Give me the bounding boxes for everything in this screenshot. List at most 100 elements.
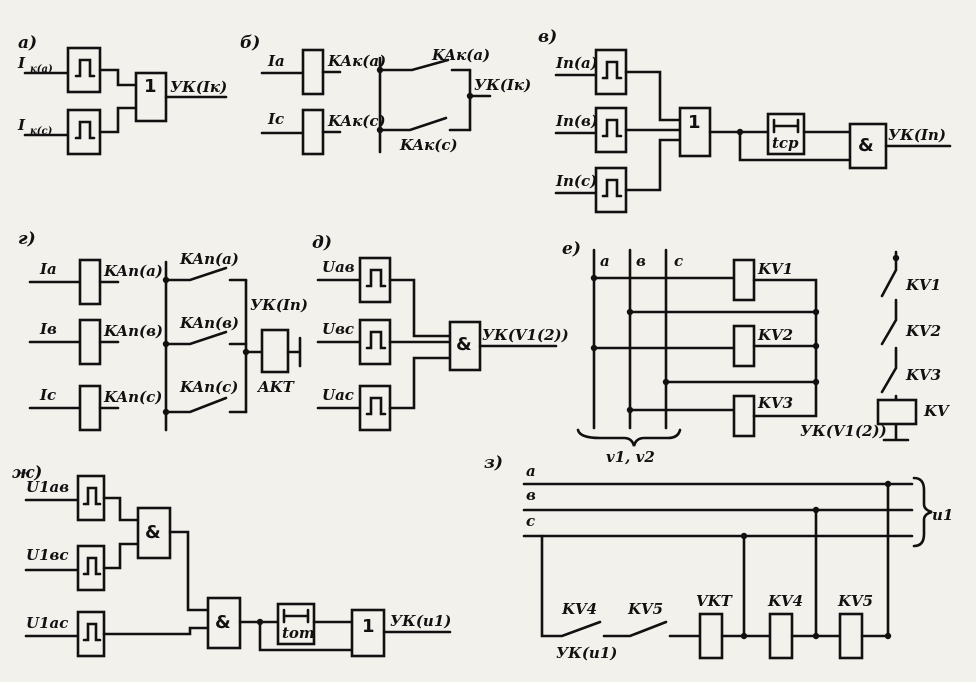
bus-label-z-b: в — [526, 486, 536, 504]
output-label-e: УК(V1(2)) — [800, 422, 887, 440]
input-label-d2: Uвс — [322, 320, 354, 338]
output-label-b: УК(Iк) — [474, 76, 531, 94]
coil-label-akt: AKT — [256, 378, 296, 396]
part-label-g: г) — [18, 229, 36, 249]
relay-block-g1 — [78, 258, 102, 306]
coil-label-vkt: VKT — [696, 592, 734, 610]
threshold-symbol-a1 — [74, 58, 96, 78]
relay-label-b2: KAк(с) — [327, 112, 386, 130]
input-label-g1: Ia — [39, 260, 57, 278]
and-gate-zh2-symbol: & — [215, 612, 231, 633]
input-label-b1: Ia — [267, 52, 285, 70]
input-label-a2-sub: к(с) — [30, 126, 53, 137]
part-label-zh: ж) — [12, 463, 42, 483]
contact-label-kv2: KV2 — [905, 322, 941, 340]
threshold-block-d3 — [358, 384, 392, 432]
output-label-zh: УК(u1) — [390, 612, 451, 630]
input-label-d1: Uaв — [322, 258, 355, 276]
and-gate-v — [848, 122, 888, 170]
bus-label-e-b: в — [636, 252, 646, 270]
relay-block-g3 — [78, 384, 102, 432]
contact-label-kv1: KV1 — [905, 276, 941, 294]
coil-label-kv: KV — [923, 402, 950, 420]
brace-label-e: v1, v2 — [606, 448, 655, 466]
input-label-a2: I — [17, 116, 26, 134]
input-label-zh3: U1ас — [26, 614, 68, 632]
contact-label-g3: KAп(с) — [179, 378, 238, 396]
relay-label-kv3: KV3 — [757, 394, 793, 412]
and-gate-d — [448, 320, 482, 372]
threshold-block-v2 — [594, 106, 628, 154]
output-label-v: УК(Iп) — [888, 126, 946, 144]
coil-block-kv5 — [838, 612, 864, 660]
part-label-b: б) — [240, 33, 260, 53]
or-gate-v-symbol: 1 — [688, 112, 701, 133]
input-label-a1: I — [17, 54, 26, 72]
relay-label-kv2: KV2 — [757, 326, 793, 344]
input-label-zh1: U1aв — [26, 478, 69, 496]
threshold-block-d2 — [358, 318, 392, 366]
contact-label-kv5: KV5 — [627, 600, 663, 618]
relay-label-b1: KAк(а) — [327, 52, 386, 70]
threshold-block-zh2 — [76, 544, 106, 592]
relay-block-kv3 — [732, 394, 756, 438]
relay-block-kv1 — [732, 258, 756, 302]
or-gate-a-symbol: 1 — [144, 76, 157, 97]
coil-block-akt — [260, 328, 290, 374]
contact-label-b1: KAк(а) — [431, 46, 490, 64]
coil-block-kv — [876, 398, 918, 426]
and-gate-d-symbol: & — [456, 334, 472, 355]
coil-label-kv4: KV4 — [767, 592, 803, 610]
output-label-g: УК(Iп) — [250, 296, 308, 314]
part-label-e: е) — [562, 239, 581, 259]
or-gate-zh — [350, 608, 386, 658]
bus-label-e-a: a — [600, 252, 610, 270]
input-label-v2: Iп(в) — [555, 112, 598, 130]
and-gate-zh2 — [206, 596, 242, 650]
input-label-g3: Ic — [39, 386, 56, 404]
threshold-block-v3 — [594, 166, 628, 214]
diagram-a: а) I к(а) I к(с) 1 УК(Iк) — [17, 33, 228, 156]
input-label-b2: Ic — [267, 110, 284, 128]
relay-block-g2 — [78, 318, 102, 366]
or-gate-v — [678, 106, 712, 158]
relay-label-g3: KAп(с) — [103, 388, 162, 406]
threshold-block-d1 — [358, 256, 392, 304]
and-gate-v-symbol: & — [858, 135, 874, 156]
input-label-v3: Iп(с) — [555, 172, 597, 190]
coil-block-vkt — [698, 612, 724, 660]
relay-block-b2 — [301, 108, 325, 156]
threshold-block-a1 — [66, 46, 102, 94]
contact-label-g2: KAп(в) — [179, 314, 239, 332]
or-gate-zh-symbol: 1 — [362, 616, 375, 637]
input-label-d3: Uас — [322, 386, 354, 404]
timer-label-v: tср — [772, 134, 799, 152]
timer-label-zh: tот — [282, 624, 315, 642]
relay-label-g2: KAп(в) — [103, 322, 163, 340]
threshold-symbol-a2 — [74, 120, 96, 140]
coil-block-kv4 — [768, 612, 794, 660]
input-label-a1-sub: к(а) — [30, 64, 53, 75]
diagram-v: в) Iп(а) Iп(в) Iп(с) 1 tср & УК(Iп) — [538, 27, 952, 214]
part-label-d: д) — [312, 233, 332, 253]
brace-label-z: u1 — [932, 506, 953, 524]
threshold-block-zh3 — [76, 610, 106, 658]
relay-block-kv2 — [732, 324, 756, 368]
bus-label-e-c: c — [674, 252, 683, 270]
coil-label-kv5: KV5 — [837, 592, 873, 610]
relay-block-b1 — [301, 48, 325, 96]
threshold-block-a2 — [66, 108, 102, 156]
output-label-z: УК(u1) — [556, 644, 617, 662]
and-gate-zh1-symbol: & — [145, 522, 161, 543]
relay-label-g1: KAп(а) — [103, 262, 163, 280]
input-label-g2: Iв — [39, 320, 57, 338]
output-label-a: УК(Iк) — [170, 78, 227, 96]
diagram-zh: ж) U1aв U1вс U1ас & & tот 1 УК(u1) — [12, 463, 451, 658]
contact-label-b2: KAк(с) — [399, 136, 458, 154]
threshold-block-zh1 — [76, 474, 106, 522]
output-label-d: УК(V1(2)) — [482, 326, 569, 344]
diagram-e: е) a в c KV1 KV2 KV3 v1, v2 KV1 KV2 KV3 … — [562, 239, 950, 466]
threshold-block-v1 — [594, 48, 628, 96]
